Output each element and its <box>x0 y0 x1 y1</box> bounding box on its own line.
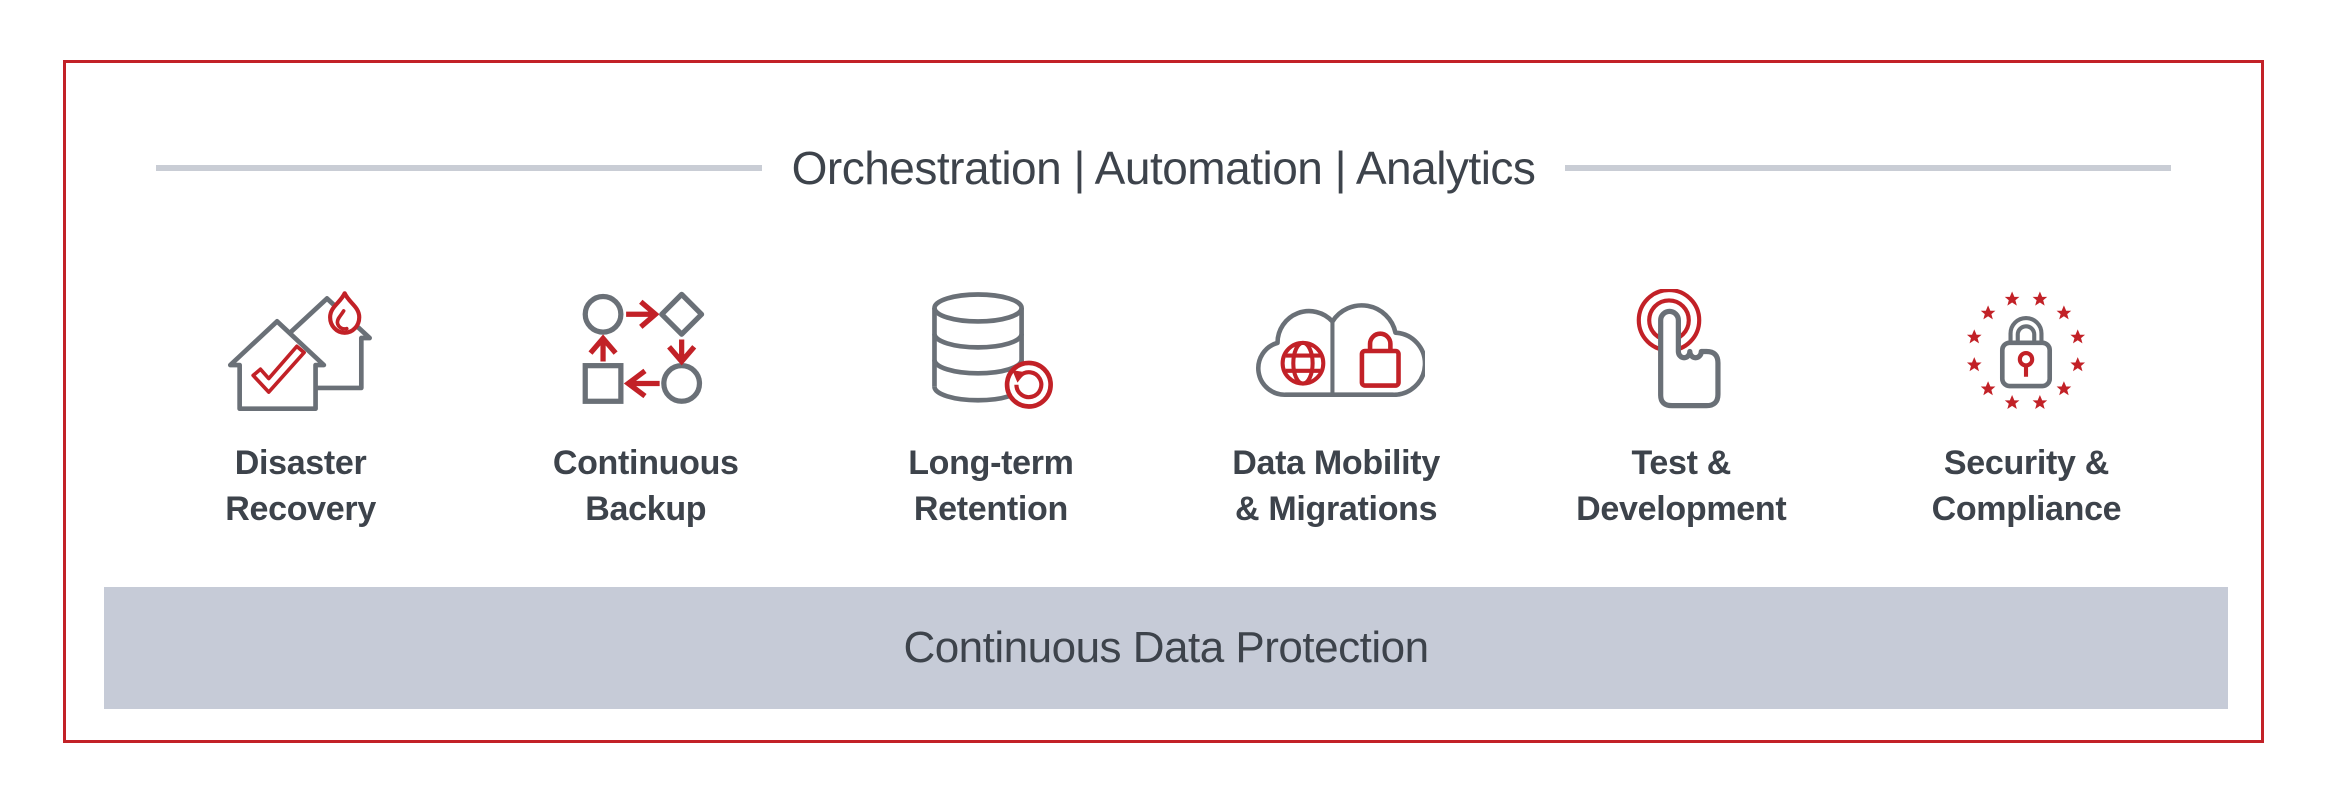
workflow-cycle-icon <box>580 283 711 419</box>
header-divider-right <box>1565 165 2172 171</box>
padlock-stars-icon <box>1958 283 2094 419</box>
footer-bar: Continuous Data Protection <box>104 587 2228 709</box>
feature-label: Disaster Recovery <box>225 444 376 528</box>
feature-label: Data Mobility & Migrations <box>1232 444 1440 528</box>
feature-disaster-recovery: Disaster Recovery <box>128 283 473 533</box>
cloud-globe-lock-icon <box>1247 283 1426 419</box>
header-row: Orchestration | Automation | Analytics <box>156 141 2172 195</box>
footer-label: Continuous Data Protection <box>903 623 1429 672</box>
feature-label: Security & Compliance <box>1931 444 2122 528</box>
feature-continuous-backup: Continuous Backup <box>473 283 818 533</box>
header-title: Orchestration | Automation | Analytics <box>791 142 1536 194</box>
feature-label: Test & Development <box>1576 444 1787 528</box>
header-divider-left <box>156 165 762 171</box>
feature-security-compliance: Security & Compliance <box>1854 283 2199 533</box>
database-restore-icon <box>921 283 1061 419</box>
burning-house-checkmark-icon <box>222 283 380 419</box>
red-border-frame: Orchestration | Automation | Analytics D… <box>63 60 2264 743</box>
touch-hand-icon <box>1619 283 1744 419</box>
features-row: Disaster Recovery <box>66 283 2261 533</box>
feature-long-term-retention: Long-term Retention <box>818 283 1163 533</box>
feature-label: Long-term Retention <box>908 444 1074 528</box>
feature-label: Continuous Backup <box>552 444 739 528</box>
feature-test-development: Test & Development <box>1509 283 1854 533</box>
feature-data-mobility: Data Mobility & Migrations <box>1164 283 1509 533</box>
